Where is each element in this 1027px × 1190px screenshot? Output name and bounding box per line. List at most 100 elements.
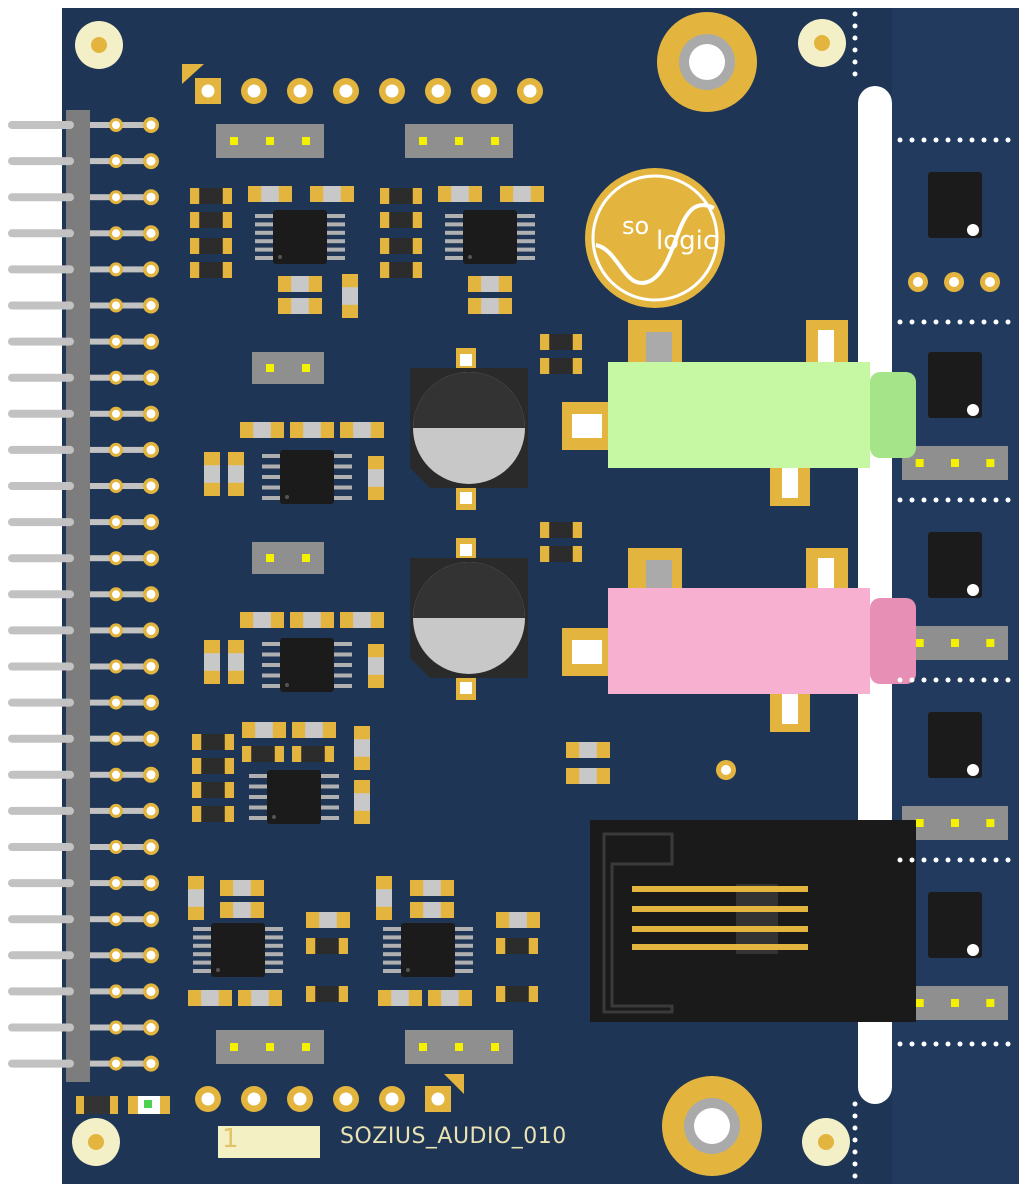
edge-via <box>852 1173 858 1179</box>
ic-lead <box>383 927 401 931</box>
smd-body <box>291 298 309 314</box>
ic-lead <box>193 952 211 957</box>
smd-body <box>579 742 597 758</box>
header-pin <box>8 1059 74 1068</box>
smd-body <box>199 212 223 228</box>
ic-lead <box>249 784 267 789</box>
smd-body <box>354 793 370 811</box>
jumper-body <box>252 542 324 574</box>
ic-lead <box>265 927 283 931</box>
smd-body <box>303 612 321 628</box>
edge-via <box>897 319 903 325</box>
edge-via <box>957 1041 963 1047</box>
edge-via <box>852 23 858 29</box>
edge-via <box>933 857 939 863</box>
edge-via <box>921 137 927 143</box>
jumper-pin <box>455 137 463 145</box>
header-pad-hole <box>146 192 156 202</box>
ic-dot <box>272 815 276 819</box>
th-hole <box>431 84 445 98</box>
header-pin <box>8 373 74 382</box>
header-pin <box>8 554 74 563</box>
header-pad-hole <box>112 987 120 996</box>
ic-lead <box>262 496 280 500</box>
header-pad-hole <box>112 590 120 599</box>
smd-body <box>323 186 341 202</box>
ic-lead <box>321 795 339 799</box>
edge-via <box>909 497 915 503</box>
via-hole <box>985 277 995 287</box>
header-pad-hole <box>146 445 156 455</box>
header-pin <box>8 301 74 310</box>
th-hole <box>247 84 261 98</box>
logo-text-so: so <box>622 212 650 240</box>
smd-body <box>315 986 339 1002</box>
ic-lead <box>193 969 211 973</box>
ic-lead <box>262 454 280 458</box>
header-pin <box>8 193 74 202</box>
ic-lead <box>255 247 273 252</box>
header-pad-hole <box>112 662 120 671</box>
jumper-pin <box>302 1043 310 1051</box>
ic-lead <box>334 642 352 646</box>
header-pad-hole <box>112 951 120 960</box>
header-pad-hole <box>146 914 156 924</box>
header-pad-hole <box>112 698 120 707</box>
header-pin <box>8 987 74 996</box>
ic-lead <box>262 663 280 667</box>
header-pad-hole <box>112 229 120 238</box>
edge-chip <box>928 712 982 778</box>
through-hole-row-bottom <box>195 1086 451 1112</box>
header-pin <box>8 879 74 888</box>
header-pin <box>8 265 74 274</box>
ic-lead <box>265 969 283 973</box>
th-hole <box>477 84 491 98</box>
header-pin <box>8 1023 74 1032</box>
ic-lead <box>249 805 267 810</box>
smd-body <box>201 990 219 1006</box>
edge-via <box>933 1041 939 1047</box>
header-pin <box>8 482 74 490</box>
header-pad-hole <box>112 482 120 490</box>
header-pad-hole <box>146 986 156 996</box>
header-pin <box>8 229 74 238</box>
smd-body <box>389 188 413 204</box>
ic-lead <box>383 943 401 948</box>
th-hole <box>339 84 353 98</box>
header-pad-hole <box>146 156 156 166</box>
header-pad-hole <box>112 337 120 346</box>
smd-body <box>389 212 413 228</box>
ic-body <box>267 770 321 824</box>
jumper-pin <box>266 137 274 145</box>
ic-lead <box>455 960 473 965</box>
header-pad-hole <box>146 120 156 130</box>
ic-body <box>280 450 334 504</box>
edge-via <box>945 677 951 683</box>
status-led <box>76 1096 170 1114</box>
smd-body <box>301 746 325 762</box>
edge-chip <box>928 172 982 238</box>
ic-lead <box>455 943 473 948</box>
edge-chip <box>928 352 982 418</box>
ic-lead <box>327 247 345 252</box>
smd-body <box>549 546 573 562</box>
edge-via <box>981 137 987 143</box>
edge-via <box>945 319 951 325</box>
edge-via <box>852 1125 858 1131</box>
jumper-pin <box>266 554 274 562</box>
smd-body <box>509 912 527 928</box>
jumper-pin <box>419 137 427 145</box>
edge-chip <box>928 532 982 598</box>
ic-lead <box>334 684 352 688</box>
smd-body <box>204 465 220 483</box>
smd-body <box>423 902 441 918</box>
edge-via <box>933 677 939 683</box>
jumper-pin <box>230 1043 238 1051</box>
header-pin <box>8 445 74 454</box>
ic-lead <box>193 935 211 940</box>
smd-body <box>201 782 225 798</box>
edge-via <box>852 71 858 77</box>
ic-lead <box>445 256 463 260</box>
edge-via <box>852 35 858 41</box>
ic-lead <box>445 230 463 235</box>
